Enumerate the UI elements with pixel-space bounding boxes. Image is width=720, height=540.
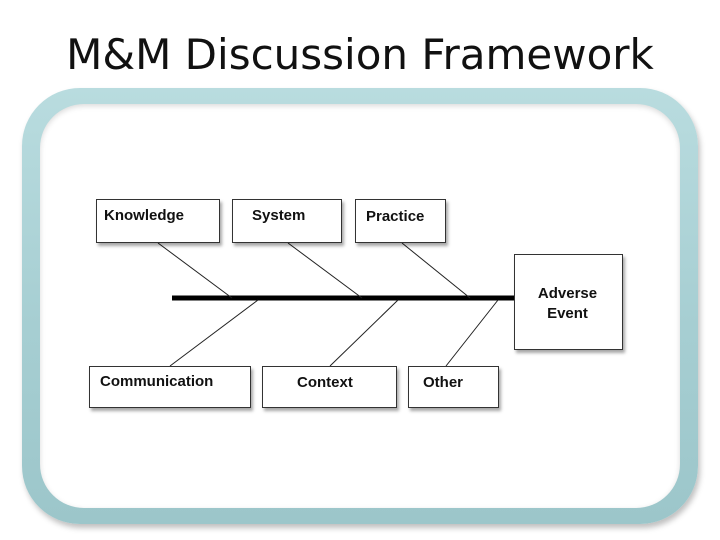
bone-context	[329, 299, 399, 367]
cause-box-knowledge: Knowledge	[96, 199, 220, 243]
effect-label-line2: Event	[547, 305, 588, 322]
bone-communication	[169, 299, 259, 367]
cause-label-system: System	[252, 207, 306, 224]
effect-label-line1: Adverse	[537, 285, 598, 302]
cause-label-knowledge: Knowledge	[104, 207, 185, 224]
effect-box: Adverse Event	[514, 254, 623, 350]
cause-label-communication: Communication	[100, 373, 214, 390]
cause-label-other: Other	[423, 374, 464, 391]
cause-label-practice: Practice	[366, 208, 425, 225]
cause-box-practice: Practice	[355, 199, 446, 243]
cause-box-communication: Communication	[89, 366, 251, 408]
bone-practice	[401, 242, 471, 299]
bone-system	[287, 242, 363, 299]
cause-box-system: System	[232, 199, 342, 243]
cause-label-context: Context	[297, 374, 353, 391]
bone-other	[445, 299, 499, 367]
slide-title: M&M Discussion Framework	[66, 30, 654, 79]
cause-box-other: Other	[408, 366, 499, 408]
cause-box-context: Context	[262, 366, 397, 408]
bone-knowledge	[157, 242, 233, 299]
